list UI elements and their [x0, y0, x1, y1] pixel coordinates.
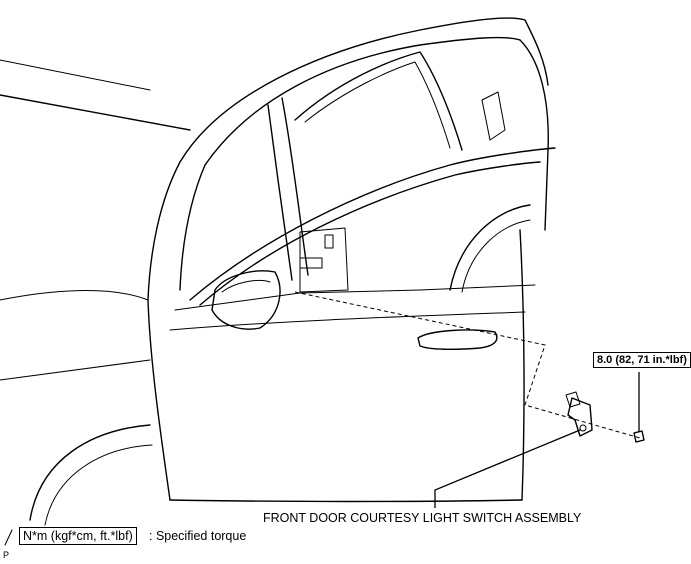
b-pillar-latch: [299, 257, 323, 269]
b-pillar-striker: [299, 227, 349, 293]
bolt: [633, 430, 645, 443]
belt-line: [174, 284, 536, 311]
rear-window-inner: [304, 61, 451, 149]
rear-pillar: [519, 39, 549, 231]
front-wheel-arch: [29, 424, 151, 521]
a-pillar-inner: [179, 164, 206, 291]
window-frame-inner: [199, 161, 541, 306]
door-rear-edge: [519, 229, 525, 501]
front-fender: [0, 290, 149, 301]
figure-code: P: [3, 550, 10, 560]
door-panel-line: [169, 311, 526, 331]
torque-spec-label: 8.0 (82, 71 in.*lbf): [593, 352, 691, 368]
b-pillar-front: [267, 104, 293, 281]
b-pillar-rear: [281, 97, 309, 276]
part-leader: [434, 429, 581, 508]
installation-path: [294, 291, 641, 439]
legend-slash: [4, 529, 13, 546]
door-front-edge: [147, 299, 171, 501]
rear-wheel-arch: [449, 204, 531, 291]
door-bottom: [169, 499, 523, 503]
door-handle: [417, 329, 498, 351]
front-wheel-arch-inner: [44, 444, 153, 526]
window-frame-top: [189, 147, 556, 301]
courtesy-switch-plunger: [565, 391, 581, 408]
fuel-door: [481, 91, 506, 141]
roof-outline: [179, 17, 549, 163]
side-mirror: [211, 270, 281, 330]
front-fender-low: [0, 359, 151, 381]
roof-inner: [204, 36, 521, 166]
courtesy-switch-hole: [579, 424, 587, 432]
courtesy-switch-body: [567, 397, 593, 437]
torque-unit-legend-box: N*m (kgf*cm, ft.*lbf): [19, 527, 137, 545]
rear-wheel-arch-inner: [461, 219, 531, 293]
hood-crease: [0, 59, 151, 91]
a-pillar: [147, 161, 181, 301]
hood-line: [0, 94, 191, 131]
b-pillar-detail: [324, 234, 334, 249]
torque-legend-description: : Specified torque: [149, 529, 247, 543]
rear-window: [294, 51, 463, 151]
side-mirror-glass: [221, 279, 271, 293]
part-name-label: FRONT DOOR COURTESY LIGHT SWITCH ASSEMBL…: [263, 511, 582, 525]
